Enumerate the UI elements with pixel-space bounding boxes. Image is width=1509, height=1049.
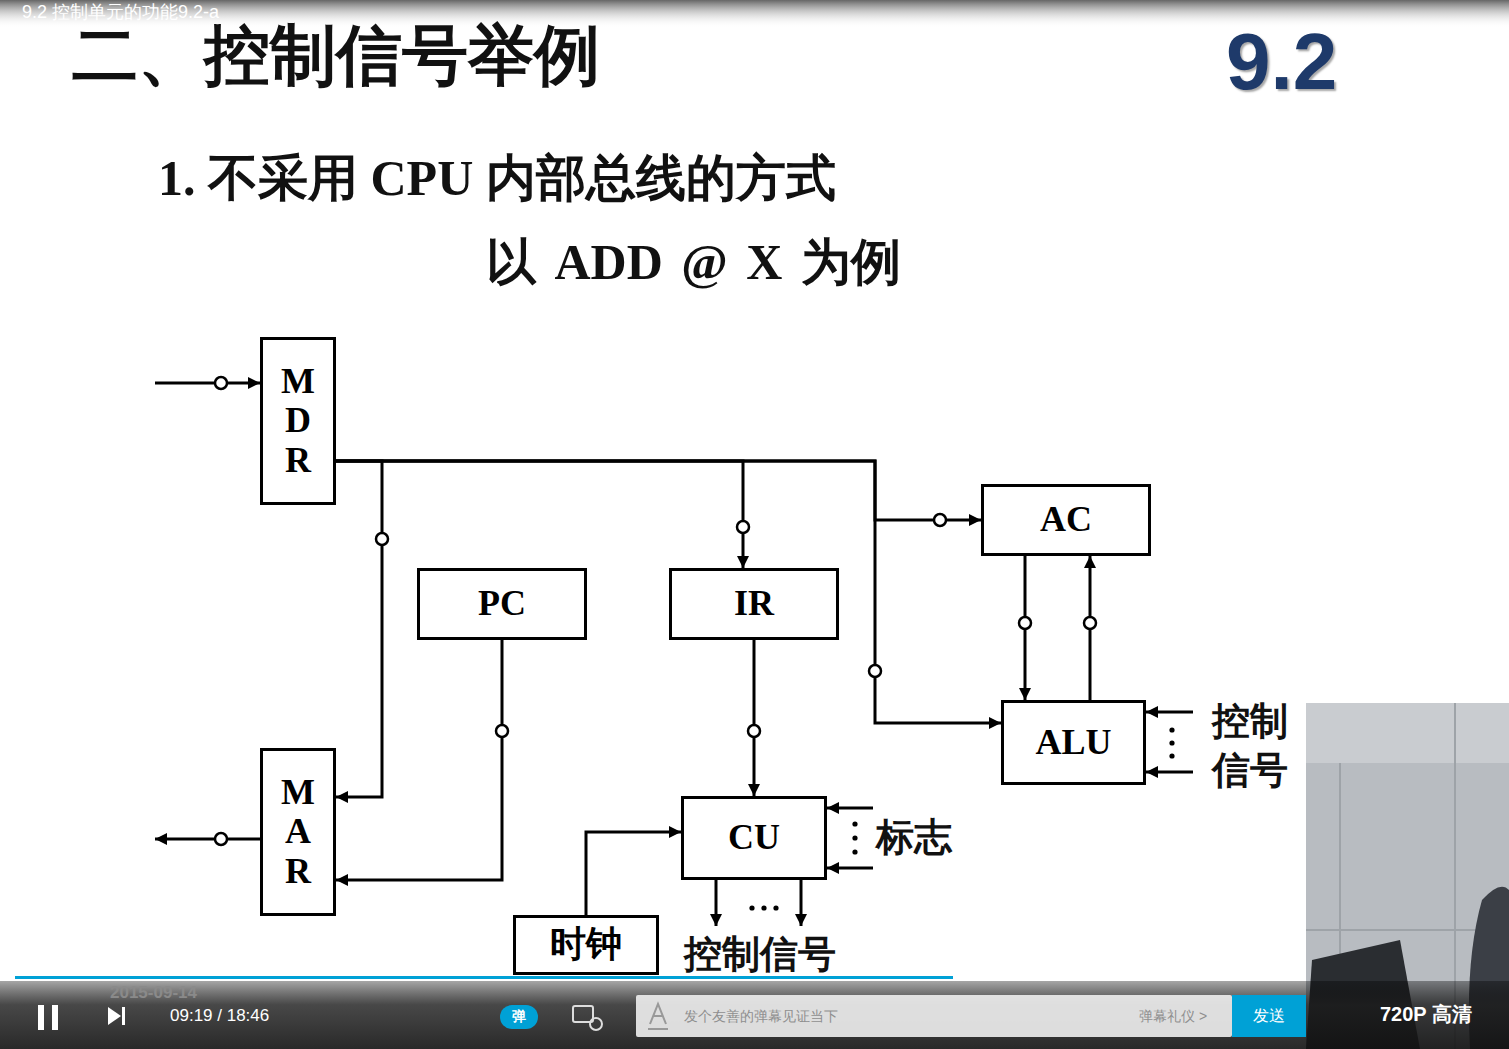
data-path (336, 461, 382, 797)
register-box: AC (981, 484, 1151, 556)
input-placeholder: 发个友善的弹幕见证当下 (684, 1008, 838, 1024)
gate-switch (496, 725, 508, 737)
quality-label: 720P 高清 (1380, 1003, 1472, 1026)
slide-title: 二、控制信号举例 (72, 20, 600, 93)
danmaku-input (636, 995, 1232, 1037)
font-icon (648, 1004, 668, 1029)
time-display: 09:19 / 18:46 (170, 1006, 269, 1026)
data-path (336, 461, 981, 520)
send-button (1232, 995, 1306, 1037)
control-wire (1146, 771, 1193, 774)
gate-switch (748, 725, 760, 737)
next-icon (122, 1007, 125, 1025)
gate-switch (934, 514, 946, 526)
subtitle: 1. 不采用 CPU 内部总线的方式 (158, 150, 836, 208)
register-name: MAR (280, 773, 316, 892)
data-path (753, 640, 756, 796)
register-name: AC (1040, 500, 1092, 540)
progress-played (15, 976, 953, 979)
register-name: 时钟 (550, 925, 622, 965)
ellipsis-dot (852, 849, 857, 854)
gate-switch (1084, 617, 1096, 629)
gate-switch (215, 833, 227, 845)
register-name: MDR (280, 362, 316, 481)
flag-wire (827, 867, 873, 870)
control-wire (1146, 711, 1193, 714)
register-box: MAR (260, 748, 336, 916)
gate-switch (869, 665, 881, 677)
register-box: ALU (1001, 700, 1146, 785)
register-box: 时钟 (513, 915, 659, 975)
register-name: PC (478, 584, 526, 624)
register-box: CU (681, 796, 827, 880)
ellipsis-dot (852, 835, 857, 840)
signal-name: 控制信号 (1212, 697, 1290, 796)
gate-switch (737, 521, 749, 533)
gate-switch (215, 377, 227, 389)
webcam-wall (1306, 703, 1509, 763)
data-path (586, 832, 681, 915)
signal-name: 控制信号 (684, 933, 836, 977)
ellipsis-dot (1169, 740, 1174, 745)
next-icon (108, 1007, 121, 1025)
pause-icon (52, 1005, 58, 1030)
gate-switch (376, 533, 388, 545)
settings-icon (573, 1006, 593, 1022)
section-number: 9.2 (1226, 16, 1337, 108)
register-box: PC (417, 568, 587, 640)
pause-icon (38, 1005, 44, 1030)
register-name: ALU (1035, 723, 1111, 763)
register-box: IR (669, 568, 839, 640)
register-box: MDR (260, 337, 336, 505)
data-path (336, 640, 502, 880)
progress-buffer (953, 976, 1055, 979)
control-wire (715, 880, 718, 926)
ellipsis-dot (852, 821, 857, 826)
data-path (336, 461, 1001, 723)
ellipsis-dot (773, 905, 778, 910)
subtitle: 以 ADD @ X 为例 (486, 234, 901, 292)
ellipsis-dot (749, 905, 754, 910)
output-wire (155, 838, 260, 841)
danmaku-toggle (500, 1005, 538, 1029)
ellipsis-dot (1169, 727, 1174, 732)
control-wire (800, 880, 803, 926)
send-label: 发送 (1253, 1007, 1285, 1025)
data-path (336, 461, 743, 568)
signal-name: 标志 (876, 816, 952, 860)
register-name: CU (728, 818, 780, 858)
etiquette-link: 弹幕礼仪 > (1139, 1008, 1207, 1024)
settings-icon (590, 1018, 602, 1030)
gate-switch (1019, 617, 1031, 629)
video-title: 9.2 控制单元的功能9.2-a (22, 2, 219, 23)
input-wire (155, 382, 260, 385)
player-bar (0, 981, 1509, 1049)
flag-wire (827, 807, 873, 810)
ellipsis-dot (1169, 753, 1174, 758)
register-name: IR (734, 584, 774, 624)
date-stamp: 2015-09-14 (110, 983, 197, 1003)
toggle-label: 弹 (512, 1008, 526, 1024)
progress-track (15, 976, 1305, 979)
ellipsis-dot (761, 905, 766, 910)
